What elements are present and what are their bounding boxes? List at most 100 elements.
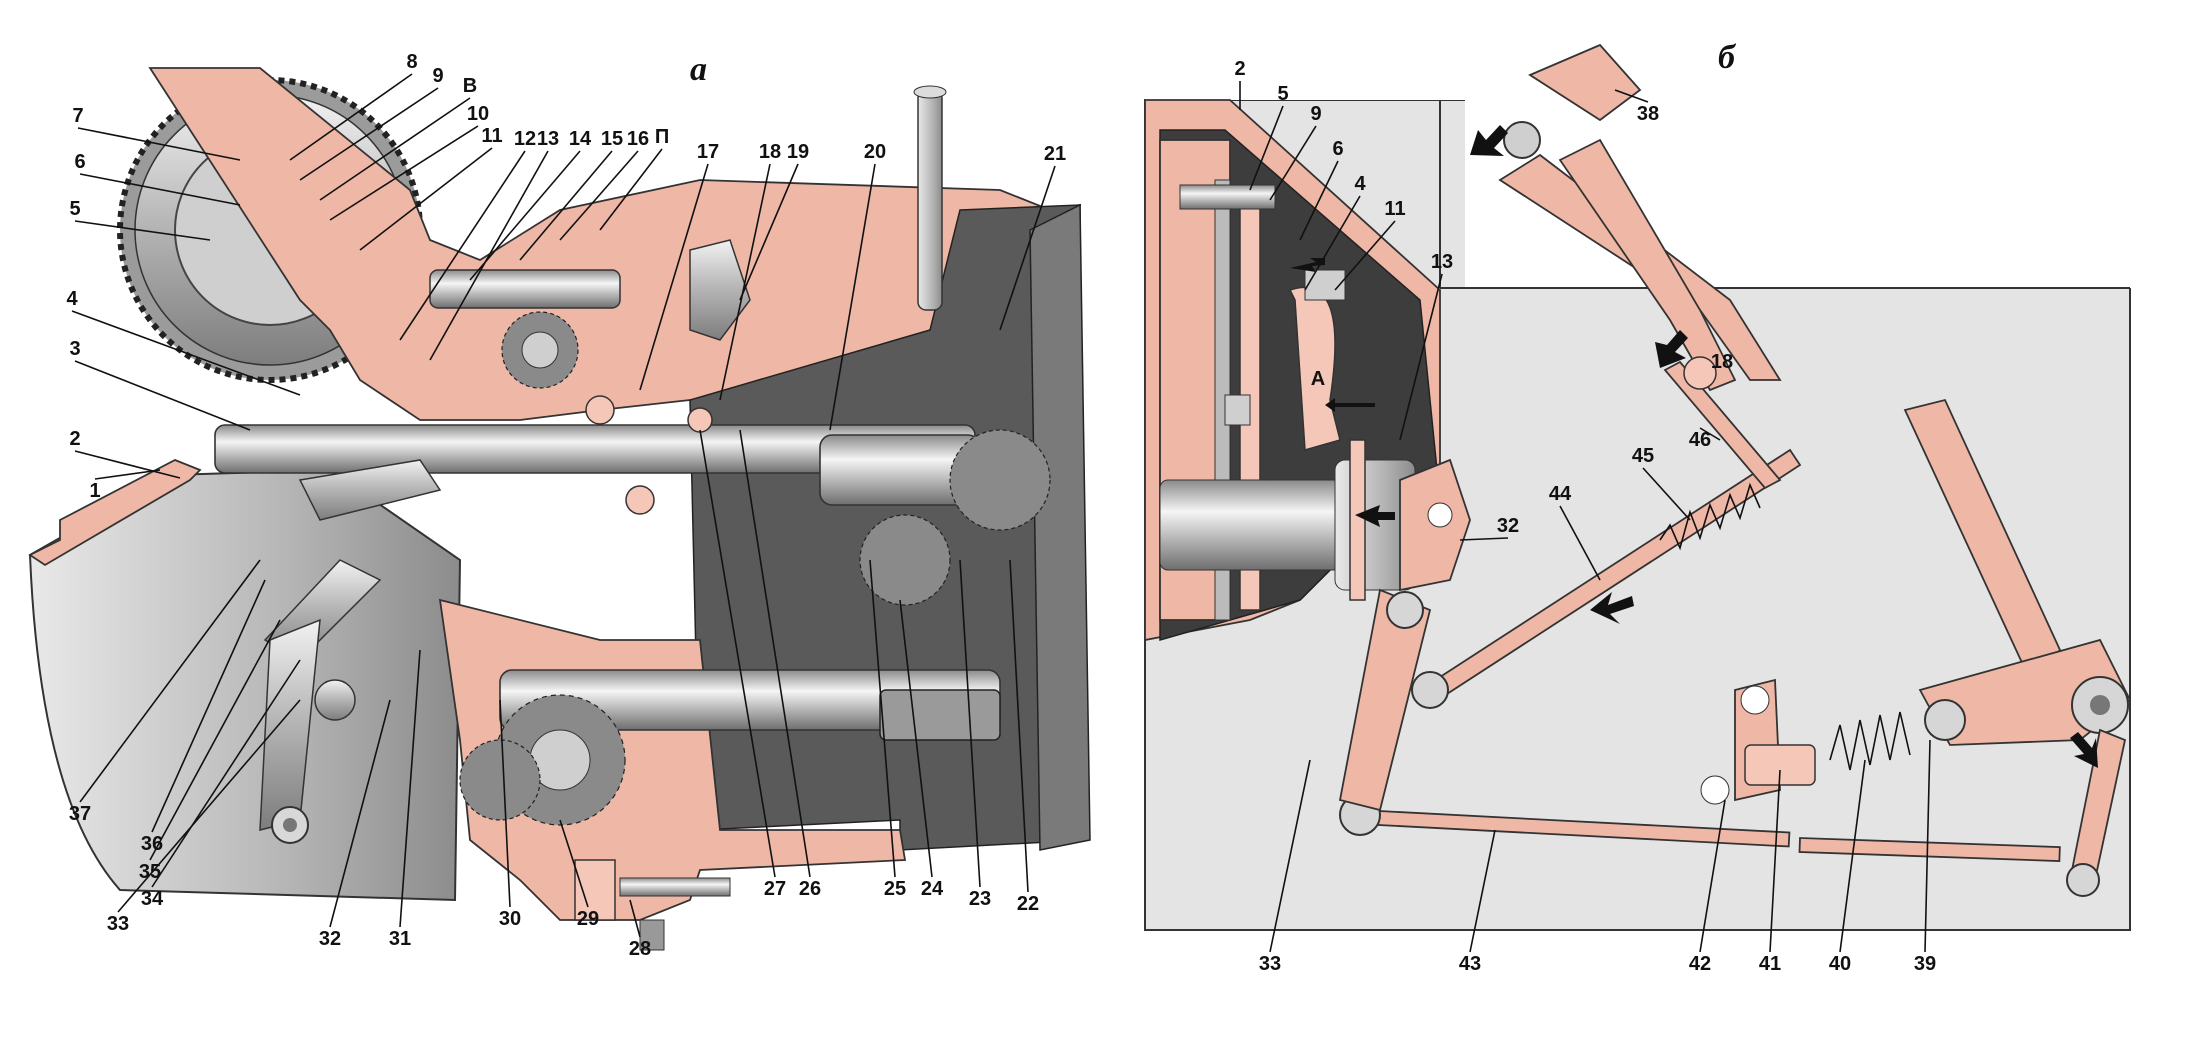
lever-39-lower-eye	[2066, 863, 2100, 897]
panel-a-leader-11	[359, 147, 493, 251]
housing-flange	[28, 459, 202, 567]
panel-a-label-28: 27	[764, 878, 786, 900]
pivot-b	[1224, 394, 1251, 426]
panel-b-label-18: 40	[1829, 953, 1851, 975]
panel-b-leader-11	[1642, 467, 1691, 521]
arrow-knob	[1655, 330, 1688, 368]
release-lever-arm	[298, 459, 442, 521]
panel-a-leader-16	[559, 150, 639, 241]
panel-a-leader-4	[74, 220, 211, 241]
panel-a-leader-26	[869, 559, 896, 878]
lower-bracket	[574, 859, 616, 921]
bracket-42-lower	[1700, 775, 1730, 805]
panel-a-leader-38	[79, 559, 261, 803]
shift-fork	[689, 239, 751, 341]
panel-a-leader-37	[151, 579, 266, 833]
panel-a-leader-0	[94, 469, 161, 480]
bearing-3	[687, 407, 713, 433]
panel-a-leader-30	[559, 819, 589, 908]
arrow-rod-44	[1590, 592, 1634, 624]
gear-upper-1-hub	[521, 331, 559, 369]
panel-b-leader-17	[1769, 769, 1781, 953]
panel-a-leader-10	[329, 125, 479, 221]
bracket-42-hole	[1740, 685, 1770, 715]
panel-a-leader-9	[319, 97, 471, 201]
panel-b-label-9: 18	[1711, 351, 1733, 373]
spring-45	[1659, 482, 1761, 551]
panel-a-leader-8	[299, 87, 439, 181]
panel-a-leader-33	[329, 699, 391, 928]
panel-b-label-3: 6	[1332, 138, 1343, 160]
panel-a-leader-7	[289, 73, 413, 161]
panel-a-label-22: 21	[1044, 143, 1066, 165]
panel-a-label-34: 33	[107, 913, 129, 935]
panel-a-leader-29	[629, 899, 641, 938]
panel-a-leader-17	[599, 148, 663, 231]
lever-39-eye	[1924, 699, 1966, 741]
panel-a-label-7: 8	[406, 51, 417, 73]
output-spline	[879, 689, 1001, 741]
panel-b-leader-3	[1299, 160, 1339, 241]
panel-a-label-33: 32	[319, 928, 341, 950]
knob-18	[1683, 356, 1717, 390]
panel-b-leader-14	[1269, 759, 1311, 953]
panel-a-label-18: 17	[697, 141, 719, 163]
bearing-2	[625, 485, 655, 515]
panel-b-leader-6	[1399, 273, 1443, 441]
lever-46	[1663, 360, 1782, 490]
panel-a-leader-25	[899, 599, 933, 878]
panel-b-label-0: 2	[1234, 58, 1245, 80]
panel-b-leader-13	[1459, 537, 1509, 541]
panel-b-label-13: 32	[1497, 515, 1519, 537]
panel-a-label-1: 2	[69, 428, 80, 450]
lower-pin	[619, 877, 731, 897]
release-fork-pin-b	[1427, 502, 1453, 528]
selector-rod-top	[913, 85, 947, 99]
panel-b-label-5: 11	[1384, 198, 1405, 220]
release-lever-pin	[283, 818, 297, 832]
panel-b-label-17: 41	[1759, 953, 1781, 975]
panel-b-label-16: 42	[1689, 953, 1711, 975]
panel-b-label-1: 5	[1277, 83, 1288, 105]
panel-a-leader-12	[399, 150, 526, 341]
panel-a-label-11: 11	[481, 125, 502, 147]
panel-a-label-35: 34	[141, 888, 164, 910]
panel-a-leader-34	[117, 699, 301, 913]
rear-housing-wall	[1029, 203, 1091, 851]
panel-a-leader-36	[149, 619, 281, 861]
arrow-lever	[1290, 258, 1325, 272]
panel-b-label-12: 44	[1549, 483, 1572, 505]
selector-rod	[917, 89, 943, 311]
release-bearing-ring-b	[1349, 439, 1366, 601]
panel-b-leader-1	[1249, 105, 1284, 191]
rod-43-right	[1798, 837, 2061, 862]
panel-a-leader-28	[699, 429, 776, 878]
panel-b-top-cutout	[1145, 30, 1465, 100]
panel-a-drawing	[28, 67, 1091, 951]
panel-a-label-6: 7	[72, 105, 83, 127]
panel-a-label-30: 29	[577, 908, 599, 930]
arrow-pedal-press	[1470, 125, 1508, 156]
panel-a-label-17: П	[655, 126, 669, 148]
panel-b-leader-16	[1699, 799, 1726, 953]
panel-a-label-9: В	[463, 75, 477, 97]
rod-44-eye	[1411, 671, 1449, 709]
leader-lines	[71, 73, 1931, 953]
panel-a-leader-21	[829, 163, 876, 431]
spring-cup-41	[1744, 744, 1816, 786]
spring-40	[1829, 711, 1911, 771]
panel-a-leader-13	[429, 150, 549, 361]
pedal-lower-arm	[1903, 398, 2062, 682]
panel-a-leader-19	[719, 163, 771, 401]
panel-a-leader-5	[79, 173, 241, 206]
panel-a-label-16: 16	[627, 128, 649, 150]
panel-b-label-8: 38	[1637, 103, 1659, 125]
panel-a-leader-24	[959, 559, 981, 888]
panel-a-label-0: 1	[89, 480, 100, 502]
panel-a-label-12: 12	[514, 128, 536, 150]
panel-a-label-10: 10	[467, 103, 489, 125]
panel-a-label-19: 18	[759, 141, 781, 163]
